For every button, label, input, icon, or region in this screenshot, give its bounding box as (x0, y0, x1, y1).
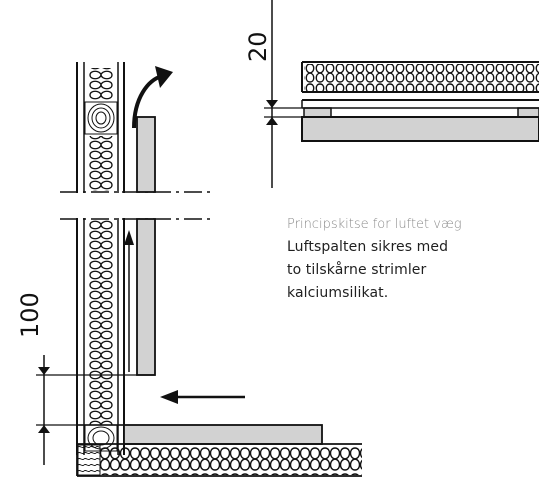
airflow-arrows (124, 66, 245, 404)
caption-title: Principskitse for luftet væg (287, 217, 462, 232)
caption-line-3: kalciumsilikat. (287, 285, 389, 301)
calcium-silicate-strip-right (517, 107, 539, 118)
dimension-top: 20 (244, 0, 302, 188)
floor-board (123, 424, 323, 445)
dimension-label-100: 100 (16, 292, 44, 338)
wall-board-lower (136, 218, 156, 376)
ceiling-board (301, 116, 539, 142)
floor-timber (77, 444, 101, 476)
caption-line-1: Luftspalten sikres med (287, 239, 449, 255)
caption-line-2: to tilskårne strimler (287, 262, 427, 278)
dimension-bottom: 100 (16, 292, 155, 465)
timber-top (84, 101, 118, 135)
dimension-label-20: 20 (244, 31, 272, 62)
wall-board-upper (136, 116, 156, 193)
ceiling-section (301, 61, 539, 142)
wall-section (60, 62, 362, 477)
calcium-silicate-strip-left (303, 107, 332, 118)
caption: Principskitse for luftet væg Luftspalten… (287, 214, 539, 305)
